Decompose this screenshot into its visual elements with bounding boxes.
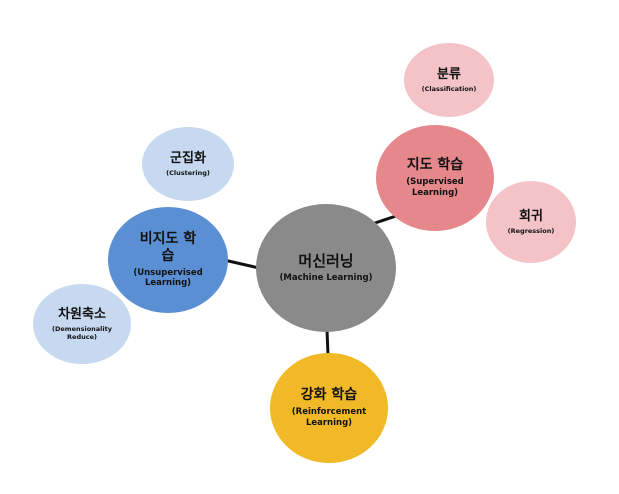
reinforcement-title: 강화 학습 [300, 387, 358, 404]
dimreduce-title: 차원축소 [58, 306, 106, 322]
reinforcement-node: 강화 학습 (Reinforcement Learning) [270, 353, 388, 463]
center-node: 머신러닝 (Machine Learning) [256, 204, 396, 332]
regression-node: 회귀 (Regression) [486, 181, 576, 263]
unsupervised-title: 비지도 학습 [139, 231, 197, 264]
edge-center-reinforcement [325, 329, 330, 356]
center-title: 머신러닝 [298, 252, 354, 271]
clustering-subtitle: (Clustering) [166, 169, 210, 178]
supervised-subtitle: (Supervised Learning) [406, 177, 464, 198]
dimreduce-subtitle: (Demensionality Reduce) [52, 325, 112, 342]
clustering-title: 군집화 [170, 150, 206, 166]
unsupervised-subtitle: (Unsupervised Learning) [133, 267, 203, 289]
regression-title: 회귀 [519, 208, 543, 224]
reinforcement-subtitle: (Reinforcement Learning) [291, 407, 367, 428]
classification-node: 분류 (Classification) [404, 43, 494, 117]
center-subtitle: (Machine Learning) [279, 273, 373, 284]
classification-subtitle: (Classification) [421, 85, 477, 94]
edge-center-unsupervised [223, 258, 260, 270]
regression-subtitle: (Regression) [507, 227, 555, 236]
classification-title: 분류 [437, 66, 461, 82]
unsupervised-node: 비지도 학습 (Unsupervised Learning) [108, 207, 228, 313]
clustering-node: 군집화 (Clustering) [142, 127, 234, 201]
supervised-node: 지도 학습 (Supervised Learning) [376, 125, 494, 231]
dimreduce-node: 차원축소 (Demensionality Reduce) [33, 284, 131, 364]
supervised-title: 지도 학습 [406, 157, 464, 174]
